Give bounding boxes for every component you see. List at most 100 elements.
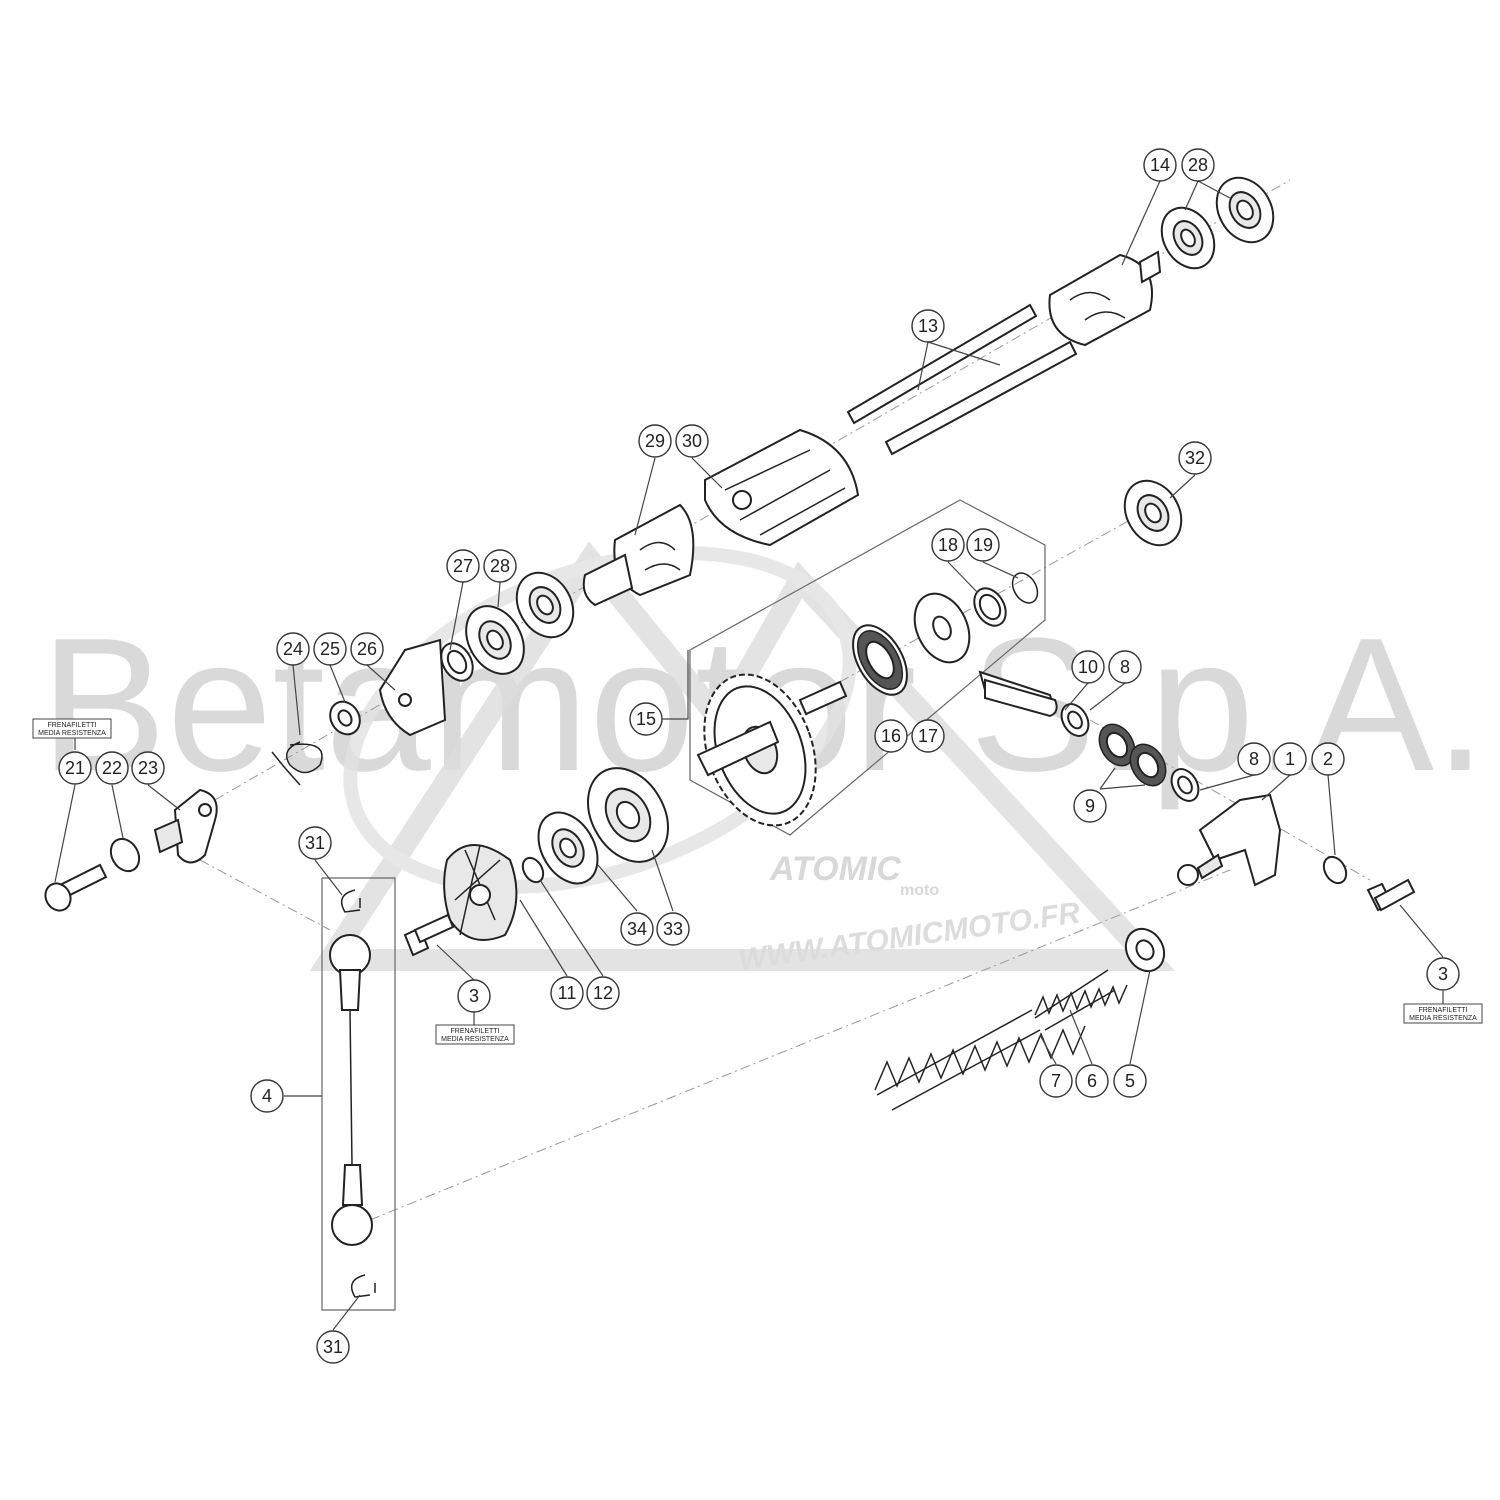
callout: 22 [95,751,129,785]
callout: 31 [316,1330,350,1364]
shaft-icon [984,678,1058,718]
callout: 11 [550,976,584,1010]
bushing-icon [973,587,1007,627]
svg-text:1: 1 [1285,749,1295,769]
bearing-icon [1215,176,1275,244]
callout: 3 [457,979,491,1013]
svg-text:10: 10 [1078,657,1098,677]
svg-text:32: 32 [1185,448,1205,468]
callout: 28 [1181,148,1215,182]
svg-text:3: 3 [469,986,479,1006]
svg-text:26: 26 [357,639,377,659]
svg-text:MEDIA RESISTENZA: MEDIA RESISTENZA [441,1036,509,1043]
callout: 2 [1311,742,1345,776]
flange-bolt-icon [403,913,455,957]
callout: 33 [656,912,690,946]
callout: 4 [250,1079,284,1113]
svg-text:23: 23 [138,758,158,778]
flange-bolt-icon [1366,878,1416,912]
bearing-icon [515,571,575,639]
svg-text:MEDIA RESISTENZA: MEDIA RESISTENZA [1409,1015,1477,1022]
svg-text:34: 34 [627,919,647,939]
callout: 27 [446,549,480,583]
callouts: 14 28 13 29 30 32 18 19 27 28 24 25 26 1… [58,148,1460,1364]
callout: 5 [1113,1064,1147,1098]
callout: 29 [638,424,672,458]
spring-seat-icon [1124,927,1166,973]
svg-text:2: 2 [1323,749,1333,769]
parts-layer [44,176,1416,1298]
bearing-icon [1160,206,1216,270]
atomic-logo-text: ATOMIC [769,850,901,888]
lever-axis [1089,719,1371,881]
shift-lever-icon [1177,793,1282,887]
callout: 1 [1273,742,1307,776]
gear-group-outline [689,499,1046,836]
callout: 17 [911,719,945,753]
svg-text:6: 6 [1087,1071,1097,1091]
svg-text:11: 11 [558,983,577,1003]
svg-text:28: 28 [1188,155,1208,175]
clip-icon [340,889,361,913]
index-plate-icon [378,638,447,737]
svg-text:33: 33 [663,919,683,939]
svg-text:31: 31 [323,1337,343,1357]
callout: 34 [620,912,654,946]
callout: 18 [931,528,965,562]
callout: 13 [911,309,945,343]
shift-fork-icon [704,428,860,547]
callout: 10 [1071,650,1105,684]
ring-icon [440,642,474,682]
lower-link-axis [369,869,1231,1221]
svg-text:14: 14 [1150,155,1170,175]
shim-icon [1170,768,1200,802]
svg-text:FRENAFILETTI: FRENAFILETTI [1418,1007,1467,1014]
svg-text:16: 16 [881,726,901,746]
callout: 19 [966,528,1000,562]
svg-text:5: 5 [1125,1071,1135,1091]
svg-text:7: 7 [1051,1071,1061,1091]
svg-text:31: 31 [305,833,325,853]
svg-text:28: 28 [490,556,510,576]
callout: 21 [58,751,92,785]
callout: 32 [1178,441,1212,475]
washer-icon [109,837,141,873]
svg-text:4: 4 [262,1086,272,1106]
svg-text:FRENAFILETTI: FRENAFILETTI [47,722,96,729]
bearing-icon [1123,479,1183,547]
svg-text:29: 29 [645,431,665,451]
bearing-icon [465,605,525,675]
thrust-bearing-icon [852,624,908,696]
impeller-icon [443,844,518,941]
callout: 6 [1075,1064,1109,1098]
callout: 16 [874,719,908,753]
svg-text:MEDIA RESISTENZA: MEDIA RESISTENZA [38,730,106,737]
callout: 30 [675,424,709,458]
thread-lock-note: FRENAFILETTI MEDIA RESISTENZA [32,718,112,739]
svg-text:27: 27 [453,556,473,576]
svg-text:8: 8 [1249,749,1259,769]
callout: 15 [629,702,663,736]
callout: 8 [1237,742,1271,776]
selector-drum-small-icon [582,503,695,607]
bolt-icon [44,863,108,912]
bearing-icon [537,811,599,885]
svg-text:21: 21 [65,758,85,778]
left-link-axis [199,859,331,931]
callout: 24 [276,632,310,666]
callout: 23 [131,751,165,785]
thread-lock-note: FRENAFILETTI MEDIA RESISTENZA [435,1024,515,1045]
callout: 3 [1426,957,1460,991]
clip-icon [350,1274,376,1298]
callout: 12 [586,976,620,1010]
circlip-icon [1011,572,1039,604]
callout: 25 [313,632,347,666]
callout: 8 [1108,650,1142,684]
bearing-icon [587,767,669,863]
link-rod-icon [329,934,373,1246]
shift-rod-icon [846,303,1078,456]
shim-icon [1060,703,1090,737]
svg-text:25: 25 [320,639,340,659]
selector-drum-icon [1048,250,1162,347]
